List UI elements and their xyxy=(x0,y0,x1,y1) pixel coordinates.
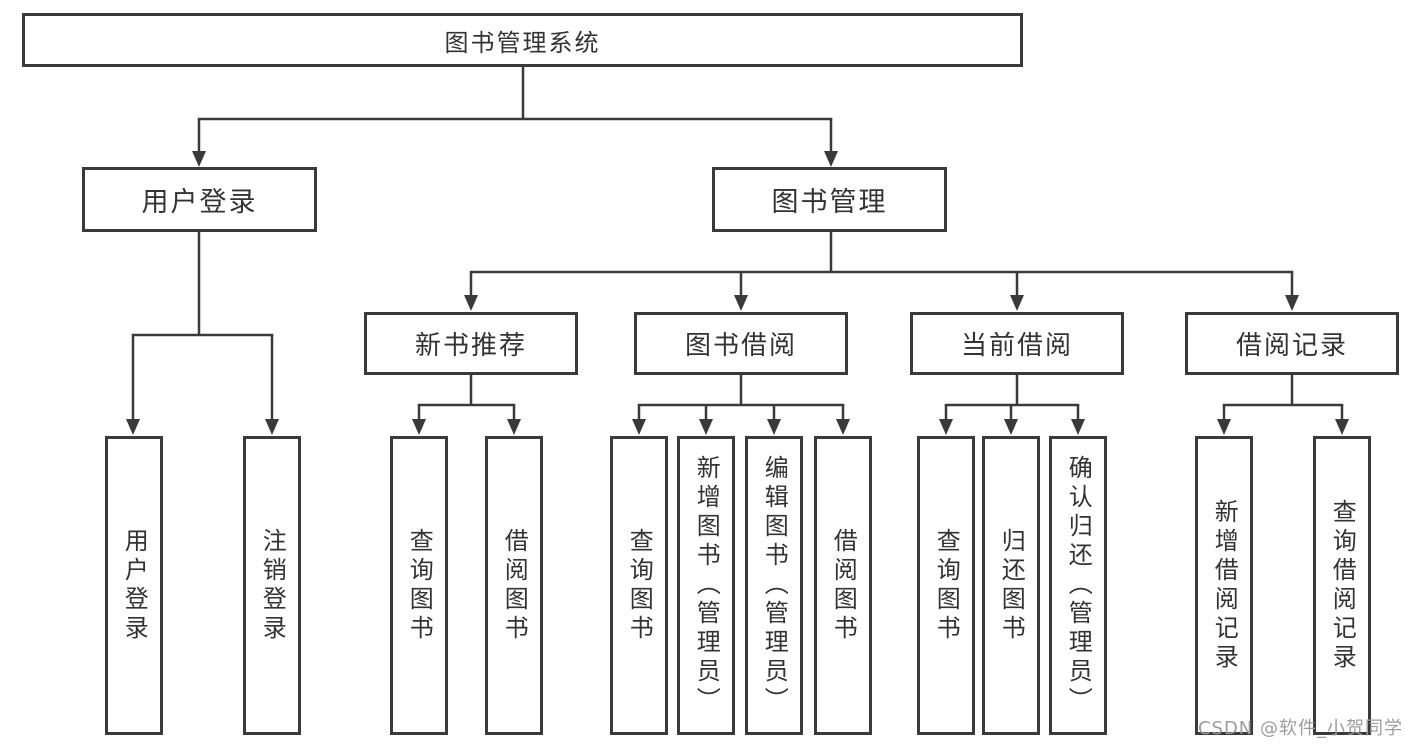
node-current-borrow: 当前借阅 xyxy=(910,312,1124,375)
node-borrow-books-recommend-label: 借阅图书 xyxy=(500,527,529,644)
node-borrow-books-leaf-label: 借阅图书 xyxy=(829,527,858,644)
node-user-login-label: 用户登录 xyxy=(141,187,258,218)
watermark: CSDN @软件_小贺同学 xyxy=(1197,718,1403,739)
node-add-borrow-record-label: 新增借阅记录 xyxy=(1210,498,1239,673)
node-edit-book-admin-label: 编辑图书（管理员） xyxy=(760,455,789,716)
node-query-books-recommend-label: 查询图书 xyxy=(405,527,434,644)
node-new-book-recommend: 新书推荐 xyxy=(364,312,578,375)
connector-book-borrow-children xyxy=(632,375,850,435)
node-user-login: 用户登录 xyxy=(82,167,317,232)
node-current-borrow-label: 当前借阅 xyxy=(960,331,1073,361)
connector-new-book-recommend-children xyxy=(412,375,521,435)
connector-user-login-children xyxy=(126,231,279,435)
node-borrow-records-label: 借阅记录 xyxy=(1235,331,1348,361)
node-root-label: 图书管理系统 xyxy=(444,28,601,57)
connector-root-to-level2 xyxy=(192,67,838,167)
node-book-management-label: 图书管理 xyxy=(771,187,888,218)
node-query-books-current-label: 查询图书 xyxy=(932,527,961,644)
node-query-books-current: 查询图书 xyxy=(917,436,975,735)
node-user-login-leaf: 用户登录 xyxy=(105,436,163,735)
node-add-book-admin-label: 新增图书（管理员） xyxy=(692,455,721,716)
node-book-borrow: 图书借阅 xyxy=(634,312,848,375)
node-borrow-books-leaf: 借阅图书 xyxy=(814,436,872,735)
node-query-borrow-record-label: 查询借阅记录 xyxy=(1328,498,1357,673)
node-add-borrow-record: 新增借阅记录 xyxy=(1195,436,1253,735)
node-add-book-admin: 新增图书（管理员） xyxy=(677,436,735,735)
connector-current-borrow-children xyxy=(939,375,1085,435)
node-book-borrow-label: 图书借阅 xyxy=(684,331,797,361)
node-root: 图书管理系统 xyxy=(22,13,1023,67)
node-book-management: 图书管理 xyxy=(712,167,947,232)
node-borrow-books-recommend: 借阅图书 xyxy=(485,436,543,735)
node-logout-leaf: 注销登录 xyxy=(243,436,301,735)
node-confirm-return-admin: 确认归还（管理员） xyxy=(1049,436,1107,735)
connector-book-management-children xyxy=(464,231,1299,311)
node-new-book-recommend-label: 新书推荐 xyxy=(414,331,527,361)
node-query-books-borrow-label: 查询图书 xyxy=(625,527,654,644)
node-query-books-borrow: 查询图书 xyxy=(610,436,668,735)
node-query-borrow-record: 查询借阅记录 xyxy=(1313,436,1371,735)
node-user-login-leaf-label: 用户登录 xyxy=(120,527,149,644)
node-confirm-return-admin-label: 确认归还（管理员） xyxy=(1064,455,1093,716)
node-return-book: 归还图书 xyxy=(982,436,1040,735)
connector-borrow-records-children xyxy=(1217,375,1349,435)
node-borrow-records: 借阅记录 xyxy=(1185,312,1399,375)
node-edit-book-admin: 编辑图书（管理员） xyxy=(745,436,803,735)
node-return-book-label: 归还图书 xyxy=(997,527,1026,644)
node-query-books-recommend: 查询图书 xyxy=(390,436,448,735)
node-logout-leaf-label: 注销登录 xyxy=(258,527,287,644)
